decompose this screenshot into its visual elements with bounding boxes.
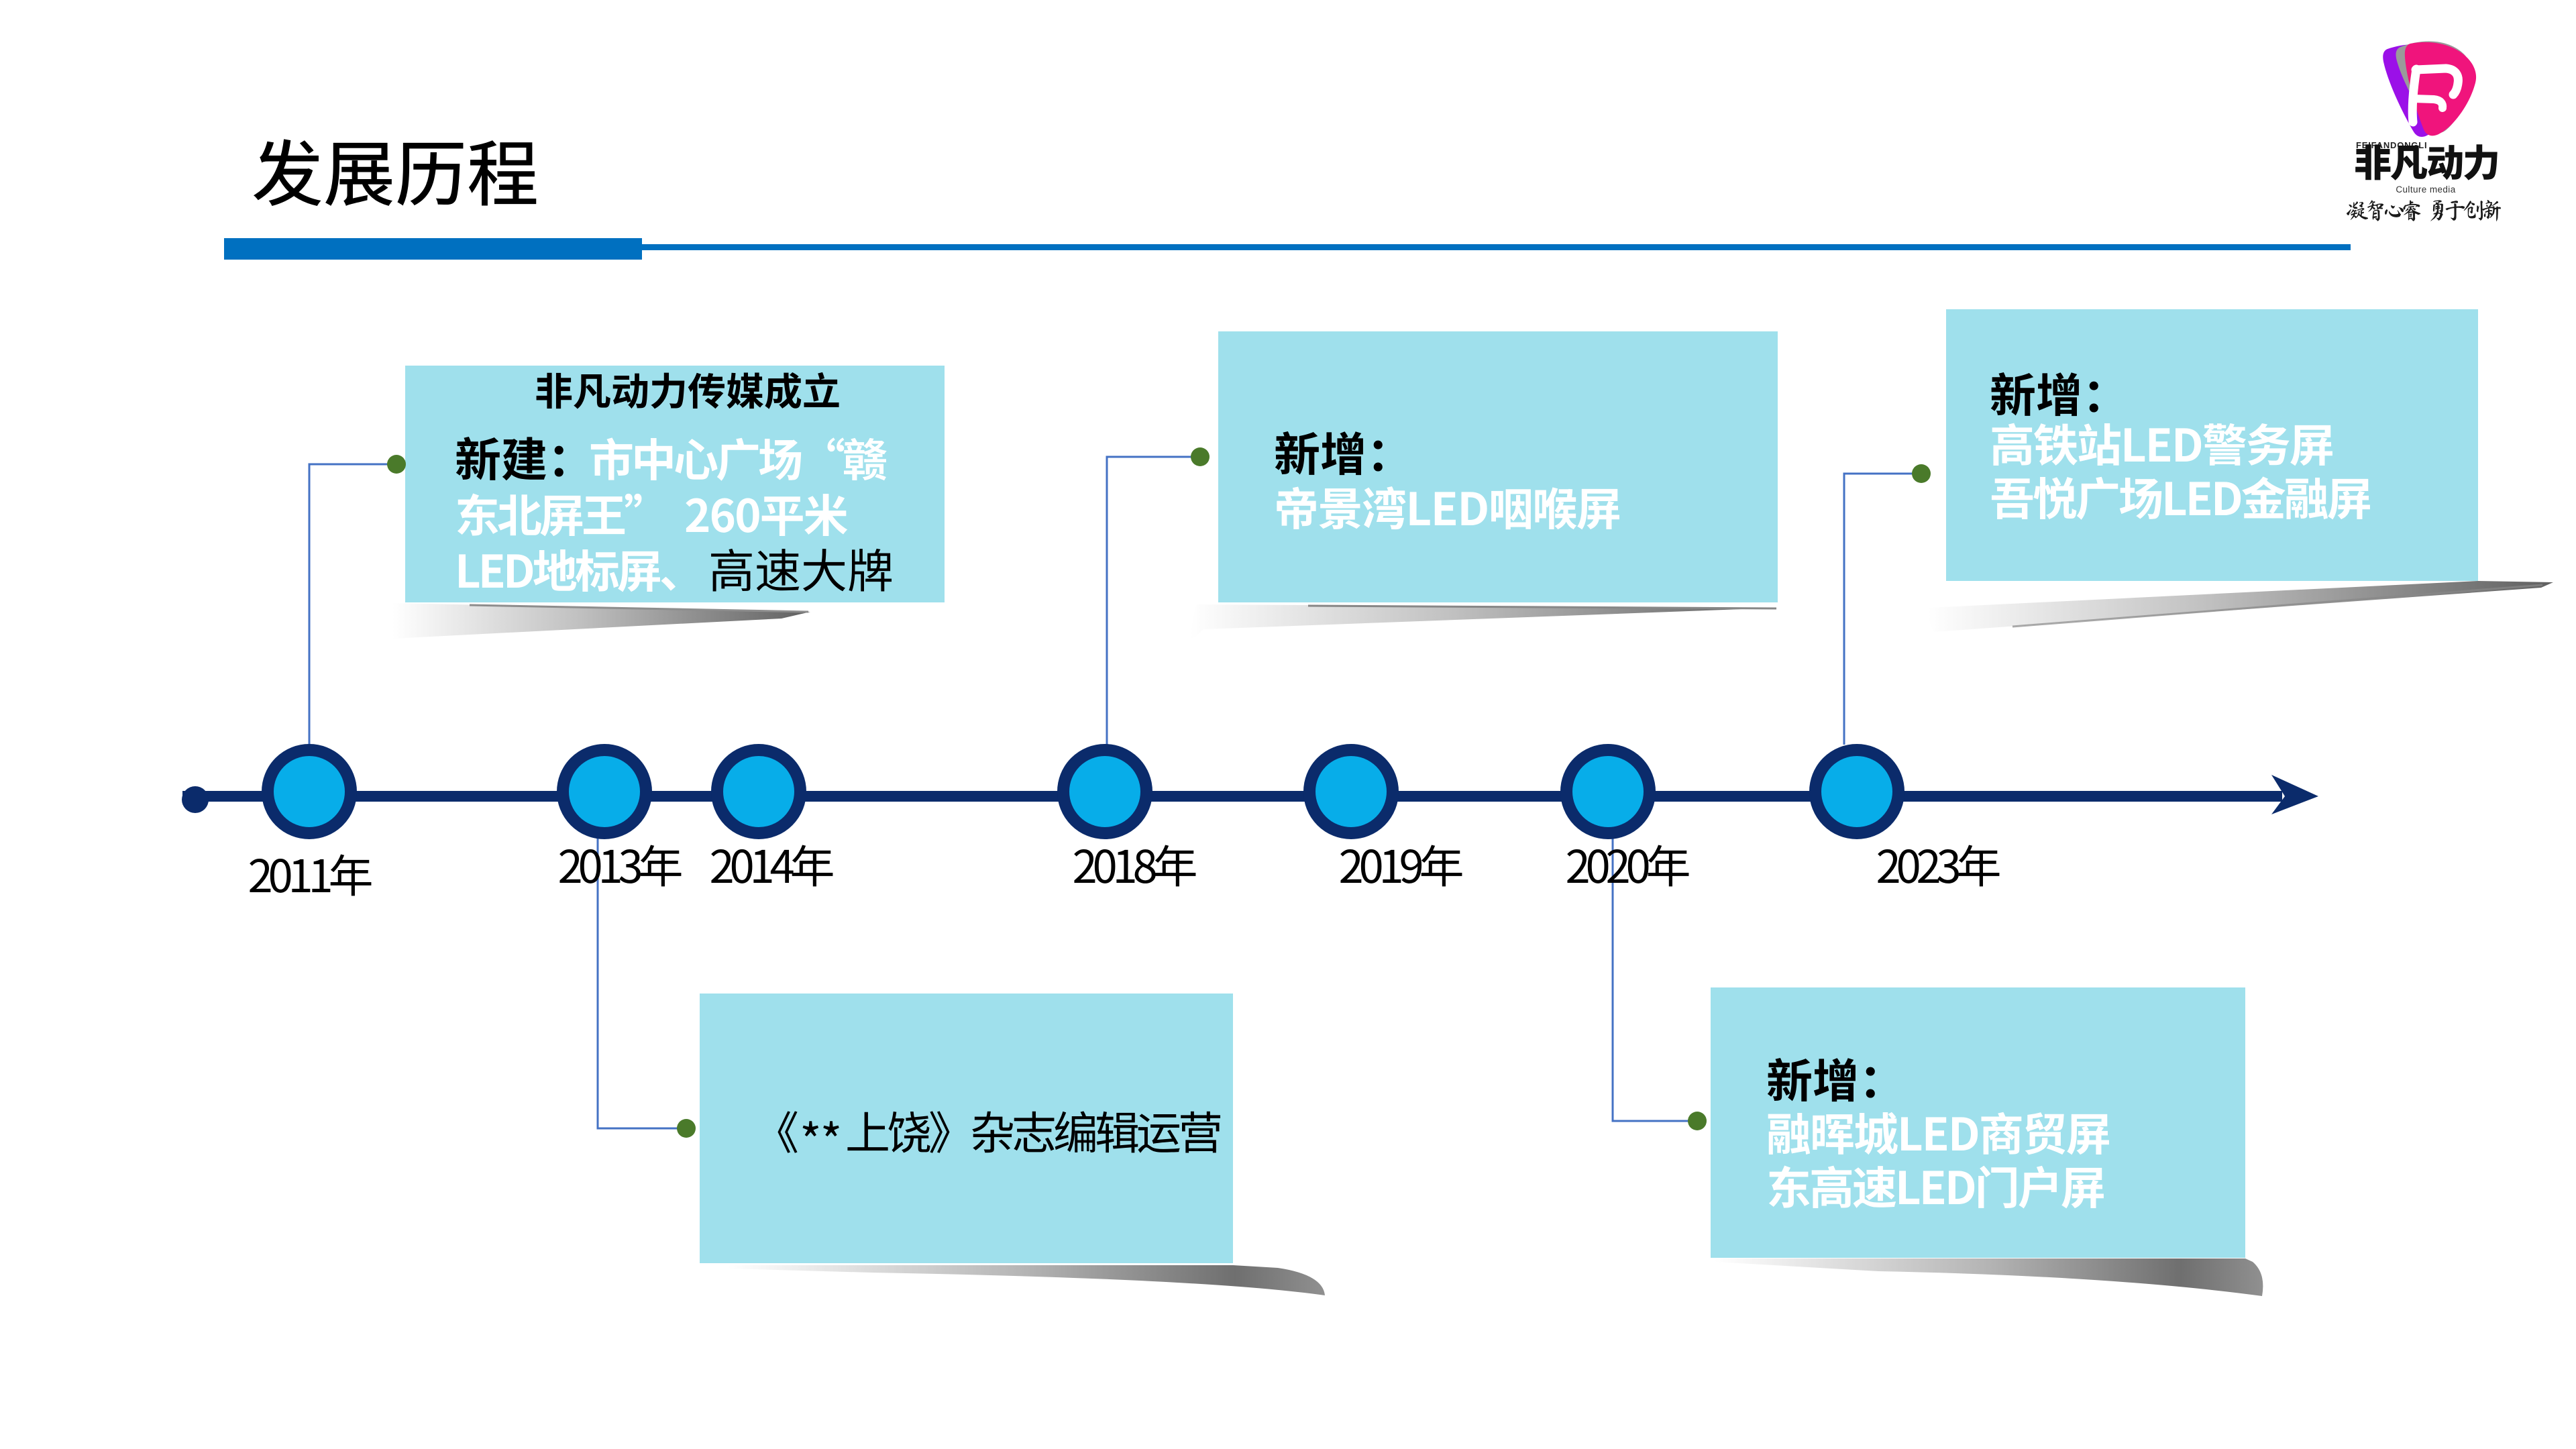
svg-text:Culture media: Culture media — [2396, 184, 2455, 195]
